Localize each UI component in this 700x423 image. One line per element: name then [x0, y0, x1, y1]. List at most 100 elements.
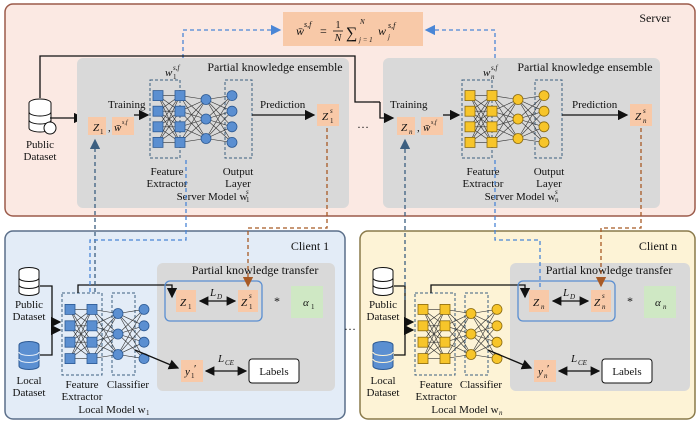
client-1-local-label-2: Dataset [13, 387, 46, 399]
svg-text:1: 1 [330, 117, 334, 125]
nn-node [138, 320, 150, 332]
nn-node [226, 121, 238, 133]
nn-edge [422, 325, 446, 359]
svg-text:Partial knowledge ensemble: Partial knowledge ensemble [207, 60, 342, 74]
nn-edge [470, 309, 498, 335]
client-n-feature-label: Feature [420, 379, 453, 391]
nn-node [64, 336, 76, 348]
svg-text:n: n [544, 372, 548, 380]
svg-text:Output: Output [534, 166, 565, 178]
svg-text:N: N [334, 33, 343, 44]
svg-text:L: L [570, 353, 577, 365]
nn-edge [117, 333, 145, 359]
svg-text:j = 1: j = 1 [358, 36, 373, 44]
svg-text:Z: Z [322, 111, 329, 123]
svg-text:=: = [320, 24, 327, 38]
svg-text:Feature: Feature [151, 166, 184, 178]
client-1-public-label-2: Dataset [13, 311, 46, 323]
svg-text:s: s [246, 188, 249, 196]
client-n-extractor-label: Extractor [416, 391, 457, 403]
svg-text:1: 1 [246, 196, 250, 204]
nn-node [491, 320, 503, 332]
svg-text:1: 1 [249, 303, 253, 311]
svg-text:Training: Training [390, 99, 428, 111]
client-1-local-label: Local [16, 375, 41, 387]
nn-node [64, 320, 76, 332]
nn-node [538, 121, 550, 133]
nn-edge [422, 309, 446, 359]
client-n-local-label: Local [370, 375, 395, 387]
server-public-dataset-label-2: Dataset [24, 151, 57, 163]
svg-text:∑: ∑ [346, 25, 357, 42]
nn-node [152, 105, 164, 117]
svg-text:D: D [216, 293, 222, 301]
svg-text:Server Model w: Server Model w [485, 191, 556, 203]
svg-text:n: n [555, 196, 559, 204]
aggregation-formula: w̄ s,f = 1 N ∑ N j = 1 w j s,f [283, 12, 423, 46]
svg-text:s: s [555, 188, 558, 196]
nn-node [86, 353, 98, 365]
client-1-title: Client 1 [291, 239, 329, 253]
svg-text:s,f: s,f [491, 64, 498, 72]
svg-text:Layer: Layer [536, 178, 562, 190]
svg-text:Prediction: Prediction [260, 99, 306, 111]
nn-node [464, 105, 476, 117]
nn-node [512, 113, 524, 125]
svg-text:α: α [303, 297, 309, 309]
svg-text:Z: Z [533, 297, 540, 309]
ensemble-1: Partial knowledge ensemble w 1 s,f Train… [77, 58, 349, 208]
nn-node [200, 133, 212, 144]
nn-node [486, 105, 498, 117]
svg-text:s: s [330, 107, 333, 115]
svg-text:y: y [184, 366, 190, 378]
nn-edge [117, 309, 145, 335]
nn-edge [117, 313, 145, 343]
nn-node [538, 136, 550, 148]
client-ellipsis: … [344, 319, 356, 333]
nn-node [464, 136, 476, 148]
svg-text:Partial knowledge ensemble: Partial knowledge ensemble [517, 60, 652, 74]
nn-edge [179, 95, 207, 139]
nn-node [439, 320, 451, 332]
nn-node [86, 336, 98, 348]
nn-node [486, 121, 498, 133]
svg-text:Feature: Feature [467, 166, 500, 178]
svg-text:Z: Z [594, 297, 601, 309]
svg-text:Training: Training [108, 99, 146, 111]
nn-node [112, 308, 124, 319]
svg-text:CE: CE [578, 359, 588, 367]
nn-edge [91, 313, 119, 359]
svg-text:L: L [562, 287, 569, 299]
svg-text:Extractor: Extractor [147, 178, 188, 190]
nn-edge [117, 313, 145, 359]
svg-text:Z: Z [241, 297, 248, 309]
client-n-labels-box [601, 358, 653, 384]
nn-node [439, 353, 451, 365]
svg-text:n: n [663, 303, 667, 311]
nn-node [439, 303, 451, 315]
nn-node [465, 328, 477, 340]
nn-edge [91, 309, 119, 355]
nn-edge [444, 313, 472, 359]
svg-text:w̄: w̄ [114, 122, 122, 134]
nn-node [417, 353, 429, 365]
client-n-title: Client n [639, 239, 677, 253]
nn-node [226, 105, 238, 117]
nn-edge [517, 99, 545, 143]
client-n-transfer-title: Partial knowledge transfer [546, 263, 673, 277]
svg-text:s: s [602, 292, 605, 300]
client-1-classifier-label: Classifier [107, 379, 149, 391]
svg-text:1: 1 [100, 128, 104, 136]
nn-node [64, 353, 76, 365]
nn-node [112, 328, 124, 340]
client-1-model-sub: 1 [146, 409, 150, 417]
nn-node [138, 336, 150, 348]
svg-text:s,f: s,f [431, 119, 438, 126]
nn-node [152, 90, 164, 101]
client-n-public-dataset-icon [372, 267, 394, 296]
client-1-transfer-title: Partial knowledge transfer [192, 263, 319, 277]
svg-text:y: y [537, 366, 543, 378]
svg-text:s,f: s,f [388, 21, 397, 30]
svg-text:Z: Z [93, 122, 100, 134]
